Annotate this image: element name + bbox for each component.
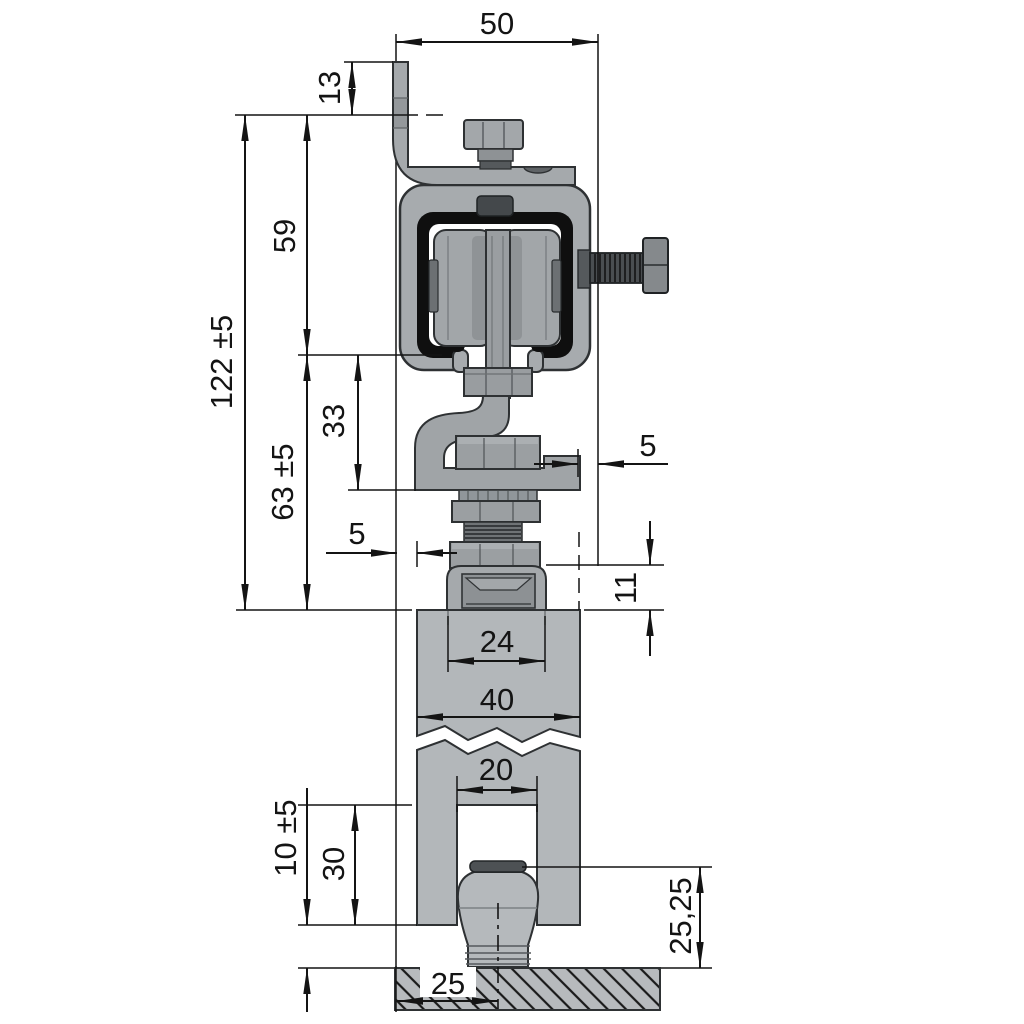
dim-overall-width: 50 bbox=[396, 6, 598, 46]
dim-hook-height: 33 bbox=[316, 355, 362, 490]
dim-roller-offset: 25 bbox=[395, 966, 498, 1012]
dim-label: 30 bbox=[316, 847, 351, 881]
dim-slot-height: 30 bbox=[298, 804, 417, 926]
nut-below-track bbox=[463, 367, 533, 397]
dim-fitting-width: 24 bbox=[447, 616, 546, 672]
bracket-plate-hole bbox=[523, 166, 553, 174]
dim-label: 20 bbox=[479, 752, 513, 787]
threaded-rod bbox=[463, 521, 523, 543]
dim-hanger-height: 63 ±5 bbox=[265, 355, 311, 610]
dim-bracket-hole-offset: 13 bbox=[312, 61, 393, 115]
dim-label: 122 ±5 bbox=[204, 315, 239, 410]
dim-total-height: 122 ±5 bbox=[204, 115, 249, 610]
top-fixing-bolt bbox=[463, 119, 524, 170]
dim-door-width: 40 bbox=[417, 682, 580, 721]
dim-label: 59 bbox=[267, 219, 302, 253]
dimension-layer: 50 13 122 ±5 59 63 ±5 33 bbox=[204, 6, 712, 1012]
dim-label: 5 bbox=[348, 516, 365, 551]
dim-slot-width: 20 bbox=[456, 752, 538, 812]
suspension-bolt-head bbox=[476, 195, 514, 217]
dim-label: 13 bbox=[312, 71, 347, 105]
dim-label: 24 bbox=[480, 624, 514, 659]
hanger-nut-upper bbox=[455, 435, 541, 470]
wheel-axle-cap-left bbox=[428, 259, 439, 313]
adjustment-stack bbox=[449, 489, 541, 569]
dim-floor-clearance: 10 ±5 bbox=[268, 788, 394, 1012]
side-tension-bolt bbox=[577, 237, 669, 294]
trolley-wheel-left bbox=[428, 229, 493, 347]
dim-fitting-depth: 11 bbox=[546, 521, 664, 656]
wall-bracket bbox=[392, 61, 576, 186]
dim-roller-height: 25,25 bbox=[522, 866, 712, 969]
dim-label: 25 bbox=[431, 966, 465, 1001]
dim-label: 25,25 bbox=[663, 877, 698, 955]
door-top-fitting bbox=[446, 565, 547, 612]
dim-label: 40 bbox=[480, 682, 514, 717]
dim-label: 5 bbox=[639, 428, 656, 463]
dim-label: 10 ±5 bbox=[268, 799, 303, 876]
dim-label: 50 bbox=[480, 6, 514, 41]
adjustment-nut-upper bbox=[451, 500, 541, 523]
dim-clearance-left: 5 bbox=[326, 516, 457, 567]
dim-label: 63 ±5 bbox=[265, 443, 300, 520]
dim-clearance-right: 5 bbox=[534, 428, 668, 610]
wheel-axle-cap-right bbox=[551, 259, 562, 313]
dim-label: 33 bbox=[316, 404, 351, 438]
dim-label: 11 bbox=[608, 572, 643, 604]
roller-top-cap bbox=[469, 860, 527, 873]
dim-track-height: 59 bbox=[267, 115, 311, 355]
